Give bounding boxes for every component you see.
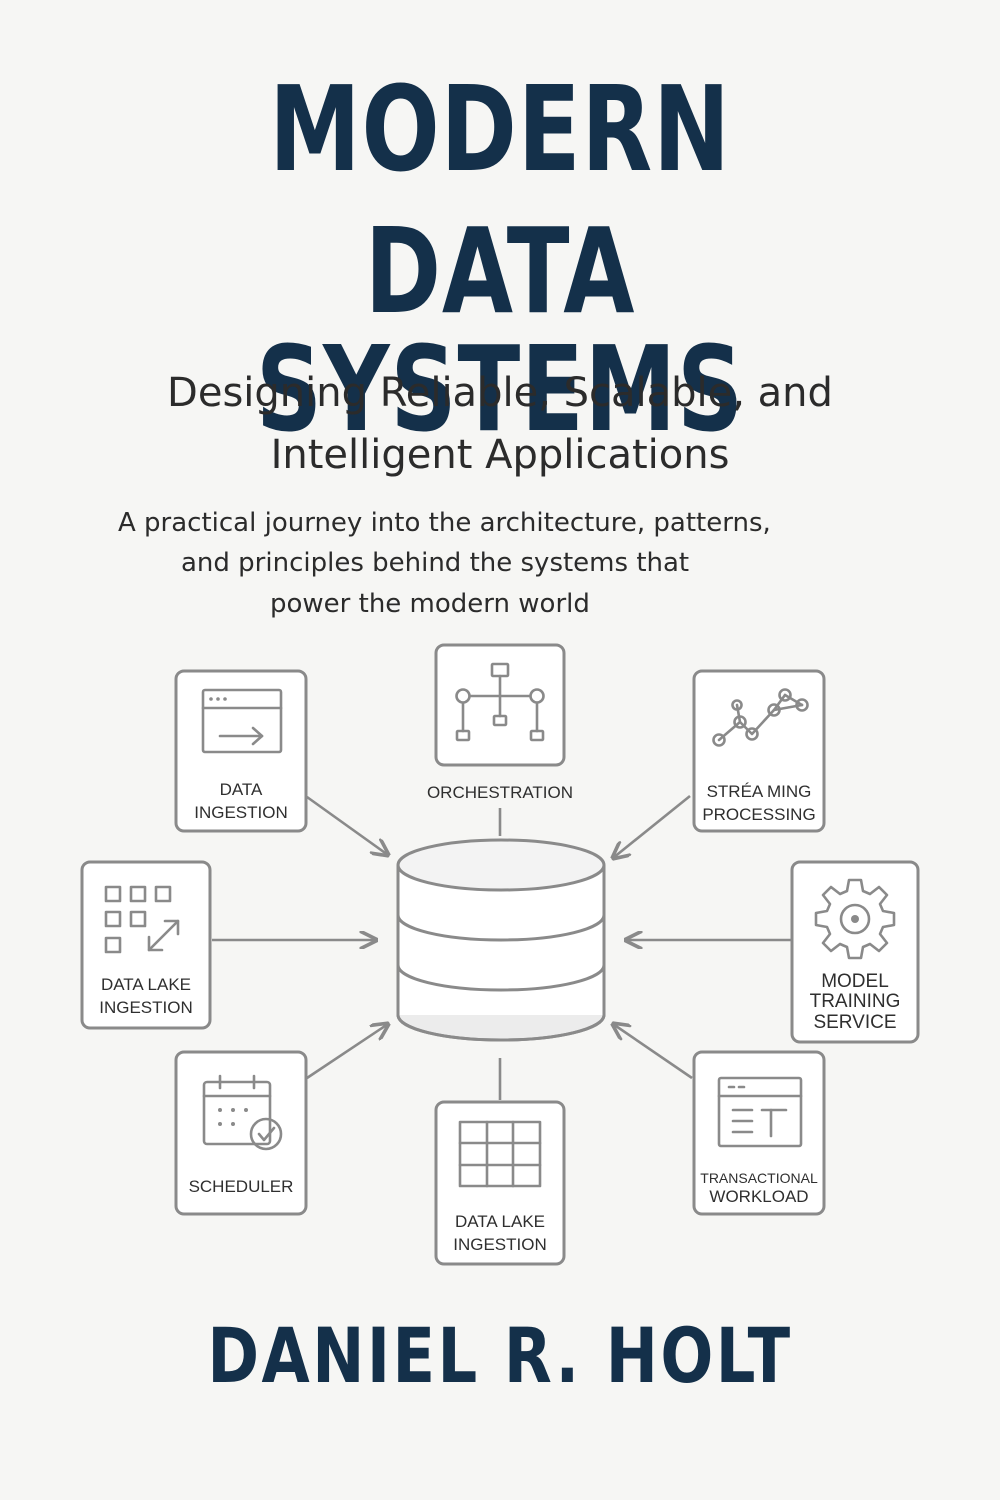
node-orchestration: ORCHESTRATION <box>427 643 573 802</box>
node-label-transactional-line-1: TRANSACTIONAL <box>700 1170 818 1186</box>
node-label-data-lake-bottom-line-1: DATA LAKE <box>455 1212 545 1231</box>
node-label-data-lake-bottom-line-2: INGESTION <box>453 1235 547 1254</box>
browser-arrow-icon <box>201 688 283 754</box>
calendar-check-icon <box>202 1074 283 1151</box>
node-label-data-lake-left-line-2: INGESTION <box>99 998 193 1017</box>
node-label-orchestration: ORCHESTRATION <box>427 783 573 802</box>
network-graph-icon <box>712 688 809 747</box>
node-label-data-lake-left-line-1: DATA LAKE <box>101 975 191 994</box>
document-window-icon <box>717 1076 803 1148</box>
table-grid-icon <box>458 1120 542 1188</box>
blurb-line-2: and principles behind the systems that <box>181 548 690 578</box>
node-label-streaming-line-2: PROCESSING <box>702 805 815 824</box>
node-data-ingestion: DATA INGESTION <box>174 669 308 833</box>
blurb-line-1: A practical journey into the architectur… <box>118 508 771 538</box>
gear-icon <box>814 878 896 960</box>
node-label-model-training-line-3: SERVICE <box>813 1012 896 1033</box>
title-line-1: MODERN <box>269 60 731 198</box>
connector-scheduler <box>306 1024 388 1080</box>
node-label-model-training-line-2: TRAINING <box>810 991 901 1012</box>
node-model-training-service: MODEL TRAINING SERVICE <box>790 860 920 1044</box>
node-label-transactional-line-2: WORKLOAD <box>709 1187 808 1206</box>
subtitle-line-2: Intelligent Applications <box>270 432 730 478</box>
subtitle-line-1: Designing Reliable, Scalable, and <box>167 370 833 416</box>
node-label-streaming-line-1: STRÉA MING <box>707 782 812 801</box>
flowchart-icon <box>455 662 545 742</box>
blurb-line-3: power the modern world <box>270 589 590 619</box>
connector-data-ingestion <box>306 795 388 855</box>
connector-streaming <box>613 794 691 858</box>
node-label-scheduler: SCHEDULER <box>189 1177 294 1196</box>
author-name: DANIEL R. HOLT <box>207 1311 793 1400</box>
node-label-data-ingestion-line-2: INGESTION <box>194 803 288 822</box>
node-scheduler: SCHEDULER <box>174 1050 308 1216</box>
database-icon <box>396 838 606 1042</box>
connector-transactional <box>613 1024 693 1080</box>
grid-squares-icon <box>104 885 180 954</box>
node-data-lake-ingestion-bottom: DATA LAKE INGESTION <box>434 1100 566 1266</box>
node-streaming-processing: STRÉA MING PROCESSING <box>692 669 826 833</box>
node-label-model-training-line-1: MODEL <box>821 971 889 992</box>
node-label-data-ingestion-line-1: DATA <box>220 780 263 799</box>
connectors <box>212 794 792 1100</box>
node-data-lake-ingestion-left: DATA LAKE INGESTION <box>80 860 212 1030</box>
node-transactional-workload: TRANSACTIONAL WORKLOAD <box>692 1050 826 1216</box>
title-line-2: DATA SYSTEMS <box>255 202 745 458</box>
